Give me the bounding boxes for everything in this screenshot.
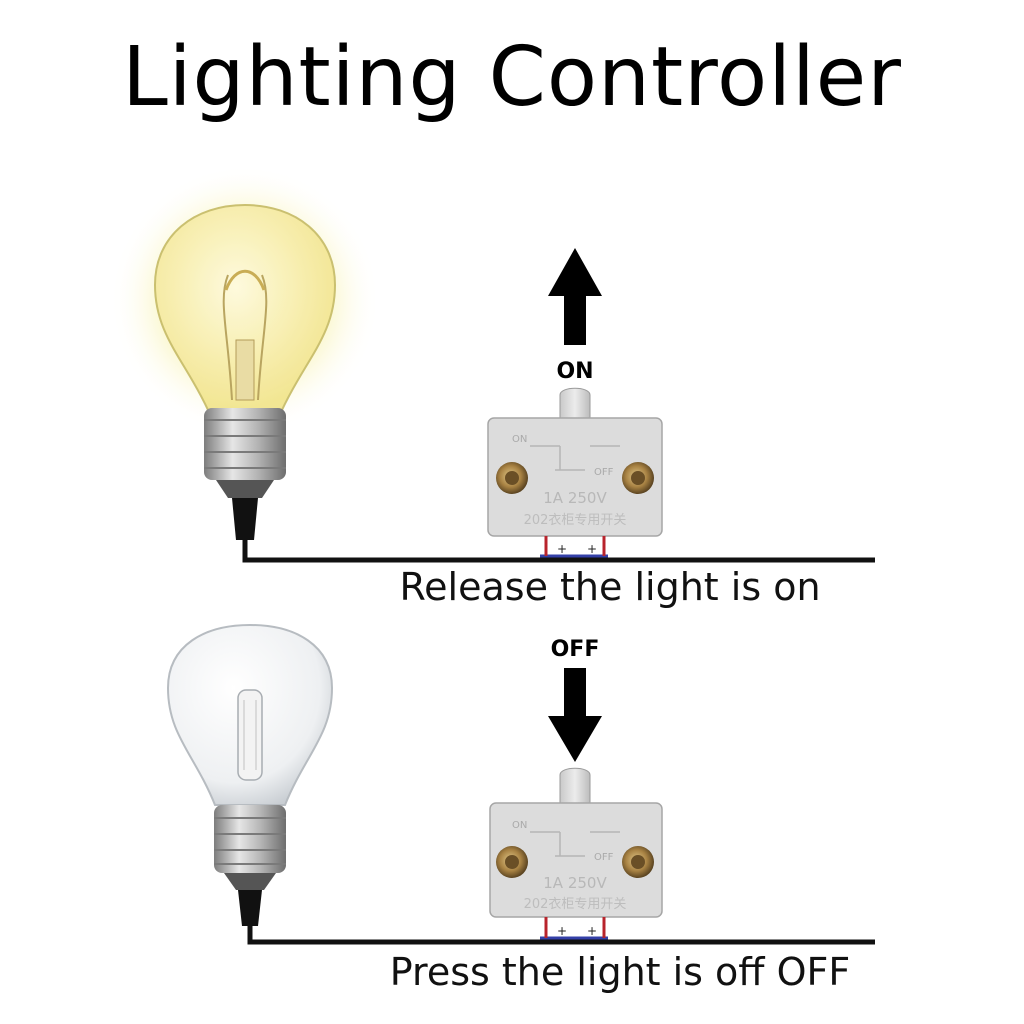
switch-off-mark: OFF [594, 852, 614, 863]
switch-off-mark: OFF [594, 467, 614, 478]
switch-pressed: ON OFF 1A 250V 202衣柜专用开关 + + [489, 767, 663, 938]
terminal-label: + [557, 924, 567, 938]
circuit-wire [242, 540, 875, 563]
switch-chinese-text: 202衣柜专用开关 [524, 512, 627, 528]
terminal-label: + [557, 542, 567, 556]
up-arrow-icon [548, 248, 602, 345]
circuit-wire [247, 926, 875, 945]
down-arrow-icon [548, 668, 602, 762]
terminal-label: + [587, 542, 597, 556]
caption-off: Press the light is off OFF [389, 950, 851, 994]
switch-rating: 1A 250V [543, 489, 607, 507]
screw-icon [622, 846, 654, 878]
panel-on: ON ON OFF 1A 250V 202衣柜专用开关 + + [110, 165, 875, 563]
switch-on-mark: ON [512, 820, 527, 831]
panel-off: OFF ON OFF 1A 250V 202衣柜专用开关 + + [166, 623, 875, 945]
switch-released: ON OFF 1A 250V 202衣柜专用开关 + + [487, 387, 663, 556]
terminal-label: + [587, 924, 597, 938]
caption-on: Release the light is on [399, 565, 821, 609]
state-label-off: OFF [551, 637, 600, 662]
screw-icon [496, 846, 528, 878]
screw-icon [496, 462, 528, 494]
switch-chinese-text: 202衣柜专用开关 [524, 896, 627, 912]
page-title: Lighting Controller [122, 30, 902, 125]
unlit-bulb-icon [166, 623, 334, 926]
state-label-on: ON [556, 359, 593, 384]
switch-rating: 1A 250V [543, 874, 607, 892]
lit-bulb-icon [110, 165, 380, 540]
screw-icon [622, 462, 654, 494]
switch-on-mark: ON [512, 434, 527, 445]
